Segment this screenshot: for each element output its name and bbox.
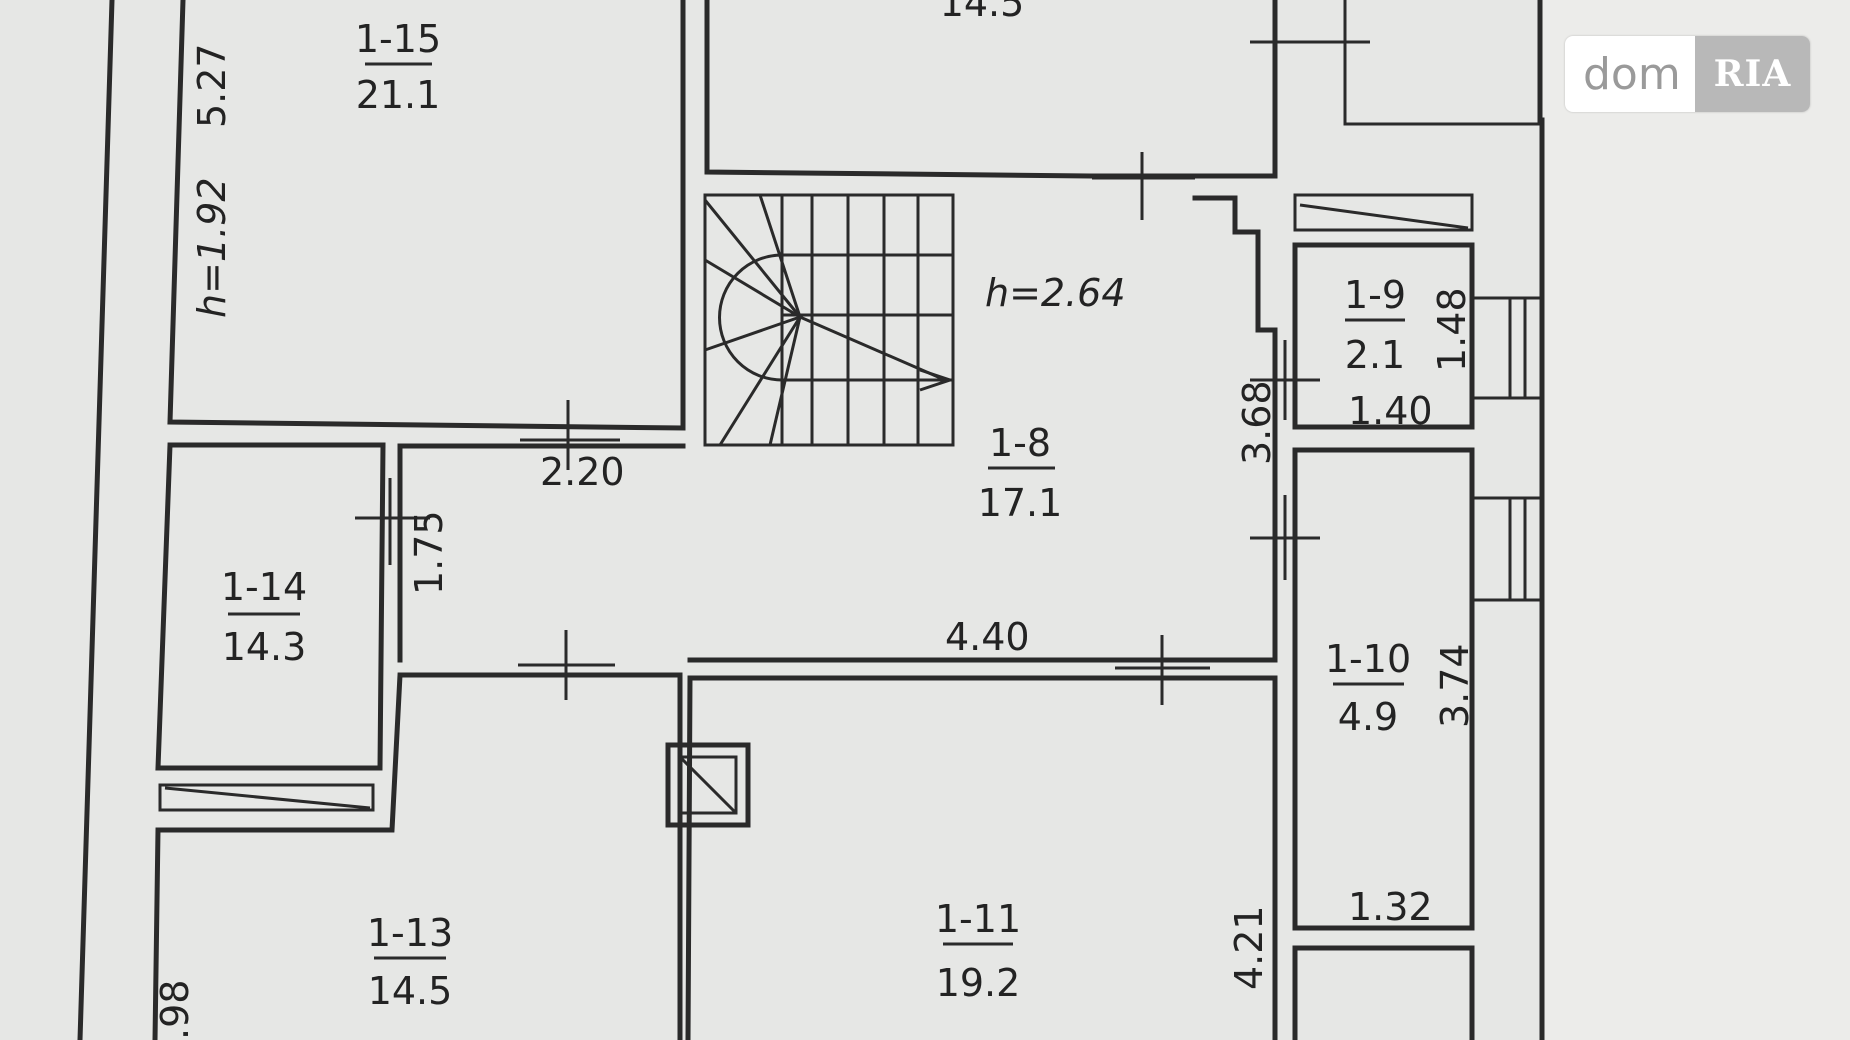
- room-1-14-walls: [155, 442, 386, 771]
- dim-3-68: 3.68: [1235, 380, 1279, 465]
- room-1-12-walls: [1292, 945, 1475, 1040]
- svg-text:1-8: 1-8: [989, 421, 1051, 465]
- room-label-1-8: 1-8 17.1: [978, 421, 1063, 525]
- hall-walls: [687, 195, 1278, 663]
- window-right-2: [1472, 496, 1542, 602]
- svg-text:17.1: 17.1: [978, 481, 1063, 525]
- height-left: h=1.92: [190, 177, 234, 318]
- dim-4-40: 4.40: [945, 615, 1030, 659]
- room-1-11-walls: [685, 675, 1278, 1040]
- room-label-1-15: 1-15 21.1: [355, 17, 441, 117]
- svg-text:21.1: 21.1: [356, 73, 441, 117]
- dim-3-74: 3.74: [1433, 643, 1477, 728]
- svg-text:19.2: 19.2: [936, 961, 1021, 1005]
- room-label-1-13: 1-13 14.5: [367, 911, 453, 1013]
- room-label-1-11: 1-11 19.2: [935, 897, 1021, 1005]
- closet-1-14: [158, 783, 375, 812]
- dim-1-32: 1.32: [1348, 885, 1433, 929]
- dim-1-48: 1.48: [1430, 287, 1474, 372]
- vent-shaft-diag: [678, 755, 738, 815]
- svg-text:1-14: 1-14: [221, 565, 307, 609]
- vent-shaft-inner: [678, 755, 738, 815]
- dim-5-27: 5.27: [190, 43, 234, 128]
- svg-text:1-9: 1-9: [1344, 273, 1406, 317]
- watermark-dom-text: dom: [1583, 48, 1681, 100]
- outer-wall-left: [77, 0, 115, 1040]
- room-1-13-walls: [152, 672, 683, 1040]
- svg-text:1-10: 1-10: [1325, 637, 1411, 681]
- room-label-1-9: 1-9 2.1: [1344, 273, 1406, 377]
- closet-1-14-diag: [164, 786, 371, 810]
- vent-shaft: [665, 742, 751, 828]
- dim-1-75: 1.75: [407, 510, 451, 595]
- room-label-1-10: 1-10 4.9: [1325, 637, 1411, 739]
- watermark-ria-text: RIA: [1695, 36, 1810, 112]
- height-hall: h=2.64: [985, 271, 1126, 315]
- room-top-walls: [704, 0, 1278, 179]
- room-area-top-partial: 14.5: [940, 0, 1025, 25]
- svg-text:14.3: 14.3: [222, 625, 307, 669]
- stair-box: [703, 193, 955, 447]
- dim-4-21: 4.21: [1227, 905, 1271, 990]
- room-1-10-walls: [1292, 447, 1475, 931]
- room-label-1-14: 1-14 14.3: [221, 565, 307, 669]
- dim-98: .98: [153, 980, 197, 1040]
- room-1-15-walls: [167, 0, 686, 431]
- svg-text:4.9: 4.9: [1338, 695, 1398, 739]
- closet-top-right-diag: [1299, 203, 1469, 230]
- hall-left-wall: [397, 443, 686, 663]
- svg-text:1-13: 1-13: [367, 911, 453, 955]
- room-1-9-walls: [1292, 242, 1475, 430]
- svg-text:1-15: 1-15: [355, 17, 441, 61]
- stair-arrow: [919, 368, 955, 392]
- dom-ria-watermark: dom RIA: [1565, 36, 1810, 112]
- closet-top-right: [1293, 193, 1474, 232]
- window-right-1: [1472, 296, 1542, 400]
- svg-text:14.5: 14.5: [368, 969, 453, 1013]
- dim-1-40: 1.40: [1348, 389, 1433, 433]
- dim-2-20: 2.20: [540, 450, 625, 494]
- svg-text:2.1: 2.1: [1345, 333, 1405, 377]
- svg-text:1-11: 1-11: [935, 897, 1021, 941]
